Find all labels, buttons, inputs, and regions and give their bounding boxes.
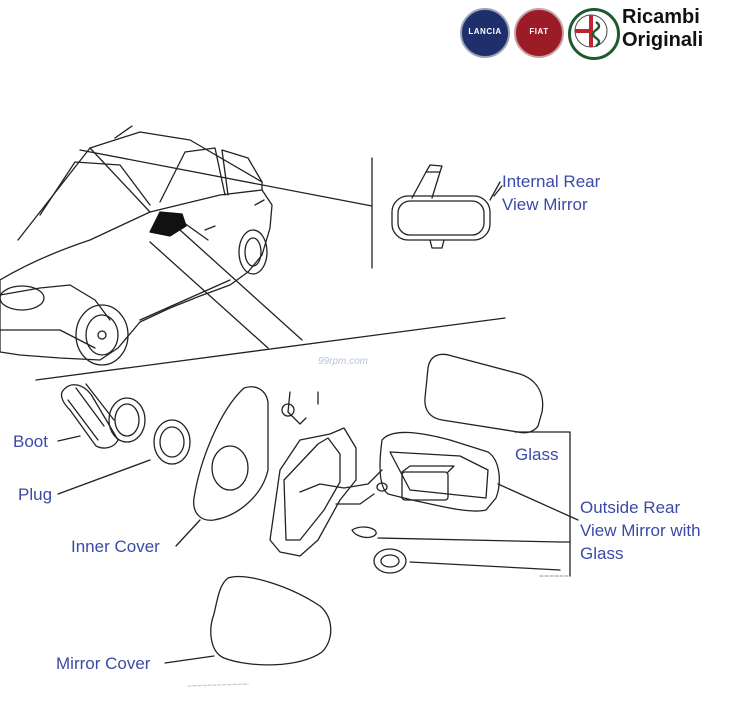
alfa-romeo-logo [568,8,620,60]
brand-line-2: Originali [622,29,704,51]
fiat-logo: FIAT [514,8,564,58]
plug-drawing [153,419,191,465]
car-illustration [0,125,273,366]
fiat-logo-text: FIAT [529,27,549,36]
watermark: 99rpm.com [318,356,369,367]
internal-mirror-drawing [391,164,491,249]
label-glass: Glass [515,445,559,464]
inner-cover-drawing [193,386,269,521]
mirror-cover-drawing [210,575,332,666]
car-side-mirror [149,211,187,237]
outside-mirror-drawing [269,391,500,574]
brand-line-1: Ricambi [622,6,700,28]
label-internal-rear-view-mirror: Internal Rear View Mirror [502,172,601,214]
brand-title: Ricambi Originali [622,6,703,52]
label-inner-cover: Inner Cover [71,537,160,556]
label-plug: Plug [18,485,53,504]
lancia-logo: LANCIA [460,8,510,58]
boot-drawing [60,383,146,449]
label-boot: Boot [13,432,48,451]
mirror-glass-drawing [424,353,544,434]
label-outside-rear-view-mirror: Outside Rear View Mirror with Glass [580,498,701,563]
label-mirror-cover: Mirror Cover [56,654,151,673]
lancia-logo-text: LANCIA [468,27,502,36]
